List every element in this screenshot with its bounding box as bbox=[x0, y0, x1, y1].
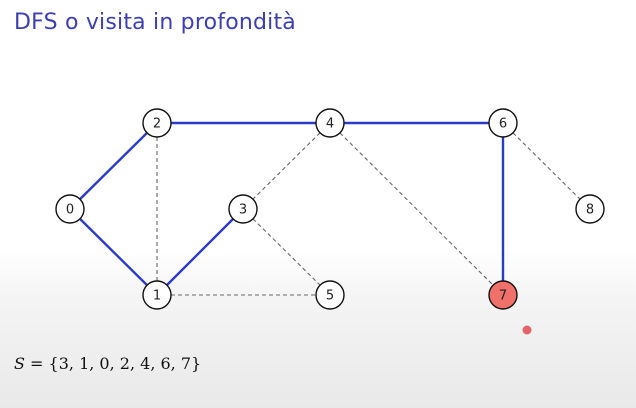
node-label-7: 7 bbox=[499, 289, 507, 304]
dashed-edge-3-5 bbox=[242, 208, 331, 296]
node-circle-4 bbox=[315, 108, 345, 138]
node-7: 7 bbox=[488, 280, 518, 310]
formula-variable: S bbox=[14, 354, 25, 373]
tree-edge-1-3 bbox=[156, 208, 244, 296]
slide-title: DFS o visita in profondità bbox=[14, 10, 296, 35]
node-circle-1 bbox=[142, 280, 172, 310]
node-circle-0 bbox=[55, 194, 85, 224]
dashed-edge-6-8 bbox=[502, 122, 591, 210]
dashed-edge-4-3 bbox=[242, 122, 331, 210]
node-circle-5 bbox=[315, 280, 345, 310]
node-circle-2 bbox=[142, 108, 172, 138]
node-0: 0 bbox=[55, 194, 85, 224]
laser-pointer-dot bbox=[522, 325, 532, 335]
node-2: 2 bbox=[142, 108, 172, 138]
node-label-4: 4 bbox=[326, 117, 334, 132]
node-label-3: 3 bbox=[239, 203, 247, 218]
node-4: 4 bbox=[315, 108, 345, 138]
node-label-6: 6 bbox=[499, 117, 507, 132]
tree-edge-0-2 bbox=[69, 122, 158, 210]
node-8: 8 bbox=[575, 194, 605, 224]
node-circle-6 bbox=[488, 108, 518, 138]
node-label-2: 2 bbox=[153, 117, 161, 132]
node-circle-8 bbox=[575, 194, 605, 224]
formula-sequence: = {3, 1, 0, 2, 4, 6, 7} bbox=[24, 354, 202, 373]
tree-edge-0-1 bbox=[69, 208, 158, 296]
visit-order-formula: S = {3, 1, 0, 2, 4, 6, 7} bbox=[14, 354, 201, 373]
node-1: 1 bbox=[142, 280, 172, 310]
node-label-8: 8 bbox=[586, 203, 594, 218]
dashed-edge-4-7 bbox=[329, 122, 504, 296]
node-label-1: 1 bbox=[153, 289, 161, 304]
node-label-0: 0 bbox=[66, 203, 74, 218]
node-6: 6 bbox=[488, 108, 518, 138]
node-label-5: 5 bbox=[326, 289, 334, 304]
node-circle-3 bbox=[228, 194, 258, 224]
node-circle-7 bbox=[488, 280, 518, 310]
node-3: 3 bbox=[228, 194, 258, 224]
node-5: 5 bbox=[315, 280, 345, 310]
